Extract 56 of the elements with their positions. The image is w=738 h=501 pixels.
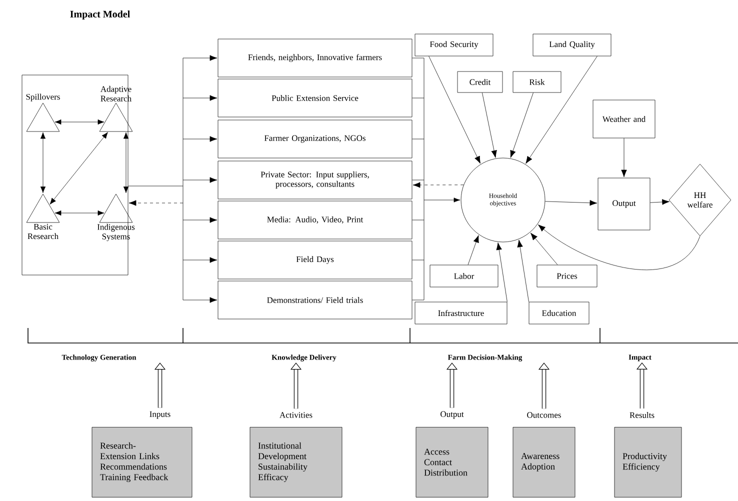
process-box: Food Security [414, 34, 494, 56]
process-box: Credit [457, 71, 503, 93]
arrow [54, 119, 104, 125]
arrow [650, 199, 670, 205]
arrow [128, 58, 184, 300]
arrow [621, 138, 627, 178]
arrow [412, 182, 464, 188]
title: Impact Model [70, 10, 130, 20]
process-box: Weather and [592, 100, 656, 138]
arrow [182, 297, 218, 303]
indicator-box: Institutional Development Sustainability Efficacy [250, 427, 342, 498]
process-box: Field Days [218, 240, 412, 280]
heading-label: Activities [280, 412, 312, 418]
arrow [182, 136, 218, 142]
process-box: Demonstrations/ Field trials [218, 280, 412, 320]
arrow [54, 210, 104, 216]
arrow [530, 232, 558, 265]
arrow [517, 240, 529, 302]
arrow [182, 55, 218, 61]
process-box: Farmer Organizations, NGOs [218, 120, 412, 158]
heading-label: Results [630, 412, 654, 418]
arrow [424, 58, 460, 300]
arrow [496, 242, 508, 302]
arrow [123, 132, 129, 194]
arrow [544, 200, 598, 206]
heading-label: Outcomes [527, 412, 561, 418]
arrow [128, 200, 184, 206]
process-box: Friends, neighbors, Innovative farmers [218, 38, 412, 78]
indicator-box: Productivity Efficiency [614, 427, 682, 498]
process-box: Infrastructure [414, 302, 508, 324]
arrow [182, 217, 218, 223]
arrow [182, 95, 218, 101]
process-box: Media: Audio, Video, Print [218, 200, 412, 240]
arrow [468, 235, 479, 265]
process-box: Land Quality [532, 34, 612, 56]
process-box: Private Sector: Input suppliers, processors, consultants [218, 160, 412, 200]
arrow [40, 132, 46, 194]
process-box: Output [598, 178, 650, 230]
arrow [526, 56, 598, 164]
arrow [482, 92, 497, 158]
arrow [538, 224, 700, 270]
indicator-box: Access Contact Distribution [416, 427, 488, 498]
heading-label: Inputs [150, 411, 170, 419]
heading-label: Output [440, 411, 464, 419]
process-box: Public Extension Service [218, 78, 412, 118]
indicator-box: Research-Extension Links Recommendations Training Feedback [92, 427, 192, 498]
arrow [428, 56, 480, 164]
process-box: Risk [512, 71, 562, 93]
arrow [182, 177, 218, 183]
arrow [50, 132, 108, 204]
indicator-box: Awareness Adoption [512, 427, 576, 498]
process-box: Prices [536, 264, 598, 288]
arrow [182, 257, 218, 263]
arrow [510, 92, 534, 158]
process-box: Education [528, 302, 590, 324]
process-box: Labor [430, 264, 498, 288]
